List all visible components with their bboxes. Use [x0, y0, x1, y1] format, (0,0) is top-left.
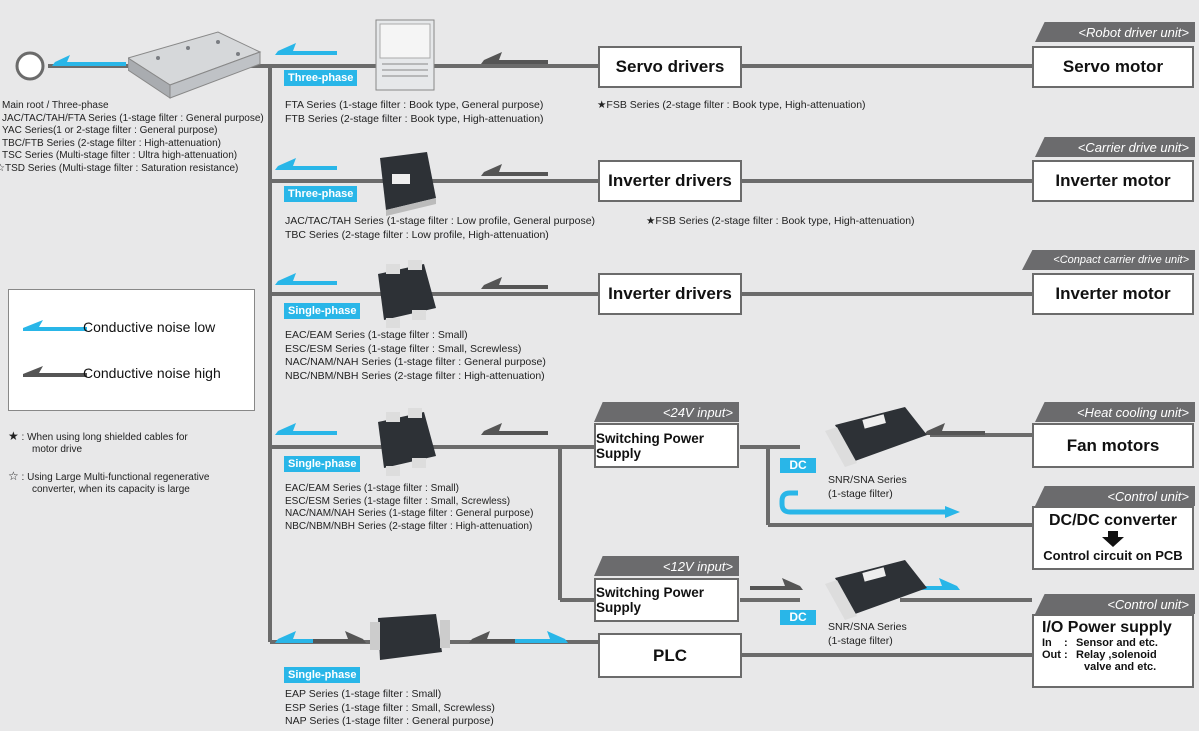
three-phase-badge-2: Three-phase — [284, 186, 358, 202]
series-line: ESP Series (1-stage filter : Small, Scre… — [285, 701, 495, 714]
12v-input-tag: <12V input> — [594, 556, 739, 576]
io-in-separator: : — [1064, 637, 1068, 649]
main-root-line: YAC Series(1 or 2-stage filter : General… — [2, 125, 218, 136]
io-power-supply-title: I/O Power supply — [1042, 619, 1172, 636]
series-line: (1-stage filter) — [828, 487, 893, 500]
series-line: ESC/ESM Series (1-stage filter : Small, … — [285, 495, 511, 507]
robot-driver-unit-tag: <Robot driver unit> — [1035, 22, 1195, 42]
row2-fsb-text: ★FSB Series (2-stage filter : Book type,… — [646, 215, 915, 227]
dc-dc-converter-label: DC/DC converter — [1048, 512, 1178, 529]
eap-filter-image — [370, 612, 450, 673]
24v-input-tag: <24V input> — [594, 402, 739, 422]
compact-carrier-drive-unit-tag: <Conpact carrier drive unit> — [1022, 250, 1195, 270]
series-line: EAC/EAM Series (1-stage filter : Small) — [285, 483, 459, 494]
high-noise-arrow-icon — [23, 366, 87, 377]
white-star-note: ☆ : Using Large Multi-functional regener… — [8, 470, 209, 496]
series-line: NBC/NBM/NBH Series (2-stage filter : Hig… — [285, 520, 533, 532]
io-power-supply-box: I/O Power supply In : Sensor and etc. Ou… — [1032, 614, 1194, 688]
legend-high-label: Conductive noise high — [83, 365, 221, 381]
heat-cooling-unit-tag: <Heat cooling unit> — [1035, 402, 1195, 422]
series-line: NBC/NBM/NBH Series (2-stage filter : Hig… — [285, 369, 545, 382]
main-root-line: ☆TSD Series (Multi-stage filter : Satura… — [0, 162, 239, 174]
single-phase-badge-2: Single-phase — [284, 456, 361, 472]
main-root-line: JAC/TAC/TAH/FTA Series (1-stage filter :… — [2, 112, 264, 124]
star-note-text-2: motor drive — [32, 444, 83, 455]
main-root-line: Main root / Three-phase — [2, 100, 109, 111]
switching-power-supply-12v-box: Switching Power Supply — [594, 578, 739, 622]
jac-filter-image — [372, 148, 442, 223]
row5-series-text: EAP Series (1-stage filter : Small) ESP … — [285, 688, 495, 729]
control-unit-tag-1: <Control unit> — [1035, 486, 1195, 506]
series-line: (1-stage filter) — [828, 634, 893, 647]
control-circuit-label: Control circuit on PCB — [1043, 548, 1183, 563]
inverter-drivers-box-2: Inverter drivers — [598, 273, 742, 315]
servo-motor-box: Servo motor — [1032, 46, 1194, 88]
plc-box: PLC — [598, 633, 742, 678]
row4-series-text: EAC/EAM Series (1-stage filter : Small) … — [285, 483, 533, 533]
series-line: TBC Series (2-stage filter : Low profile… — [285, 228, 549, 241]
white-star-icon: ☆ — [8, 469, 19, 483]
dc-badge-1: DC — [780, 458, 816, 473]
series-line: ESC/ESM Series (1-stage filter : Small, … — [285, 342, 522, 355]
dc-dc-converter-box: DC/DC converter Control circuit on PCB — [1032, 506, 1194, 570]
row1-fsb-text: ★FSB Series (2-stage filter : Book type,… — [597, 99, 866, 111]
row1-series-text: FTA Series (1-stage filter : Book type, … — [285, 99, 544, 126]
row3-series-text: EAC/EAM Series (1-stage filter : Small) … — [285, 329, 546, 383]
legend-low-label: Conductive noise low — [83, 319, 216, 335]
series-line: EAC/EAM Series (1-stage filter : Small) — [285, 329, 468, 341]
series-line: NAP Series (1-stage filter : General pur… — [285, 715, 494, 727]
inverter-motor-box-1: Inverter motor — [1032, 160, 1194, 202]
inverter-drivers-box-1: Inverter drivers — [598, 160, 742, 202]
eac-filter-image-1 — [372, 260, 442, 335]
eac-filter-image-2 — [372, 408, 442, 483]
control-unit-tag-2: <Control unit> — [1035, 594, 1195, 614]
single-phase-badge-3: Single-phase — [284, 667, 361, 683]
series-line: NAC/NAM/NAH Series (1-stage filter : Gen… — [285, 508, 534, 519]
series-line: JAC/TAC/TAH Series (1-stage filter : Low… — [285, 215, 596, 227]
single-phase-badge-1: Single-phase — [284, 303, 361, 319]
white-star-note-text: : Using Large Multi-functional regenerat… — [21, 472, 210, 483]
three-phase-badge-1: Three-phase — [284, 70, 358, 86]
series-line: FTB Series (2-stage filter : Book type, … — [285, 112, 544, 125]
dc-badge-2: DC — [780, 610, 816, 625]
fta-filter-image — [372, 14, 440, 99]
snr-series-text-2: SNR/SNA Series (1-stage filter) — [828, 621, 907, 648]
white-star-note-text-2: converter, when its capacity is large — [32, 484, 190, 495]
snr-series-text-1: SNR/SNA Series (1-stage filter) — [828, 474, 907, 501]
main-filter-image — [126, 30, 263, 105]
series-line: NAC/NAM/NAH Series (1-stage filter : Gen… — [285, 356, 546, 368]
io-in-row: In : Sensor and etc. — [1042, 637, 1158, 649]
row2-series-text: JAC/TAC/TAH Series (1-stage filter : Low… — [285, 215, 595, 242]
io-out-separator: : — [1064, 649, 1068, 661]
series-line: SNR/SNA Series — [828, 621, 907, 633]
black-star-icon: ★ — [8, 429, 19, 443]
series-line: SNR/SNA Series — [828, 474, 907, 486]
inverter-motor-box-2: Inverter motor — [1032, 273, 1194, 315]
io-out-text-2: valve and etc. — [1084, 661, 1157, 673]
fan-motors-box: Fan motors — [1032, 423, 1194, 468]
main-root-text: Main root / Three-phase JAC/TAC/TAH/FTA … — [0, 100, 264, 175]
io-out-label: Out — [1042, 649, 1061, 661]
star-note: ★ : When using long shielded cables for … — [8, 430, 188, 456]
snr-filter-image-2 — [825, 558, 935, 628]
main-root-line: TBC/FTB Series (2-stage filter : High-at… — [2, 137, 221, 149]
io-out-text-1: Relay ,solenoid — [1076, 649, 1157, 661]
down-arrow-icon — [1102, 531, 1124, 547]
main-root-line: TSC Series (Multi-stage filter : Ultra h… — [2, 150, 238, 161]
series-line: FTA Series (1-stage filter : Book type, … — [285, 99, 544, 111]
io-in-label: In — [1042, 637, 1052, 649]
switching-power-supply-24v-box: Switching Power Supply — [594, 423, 739, 468]
io-in-text: Sensor and etc. — [1076, 637, 1158, 649]
io-out-row: Out : Relay ,solenoid valve and etc. — [1042, 649, 1157, 673]
series-line: EAP Series (1-stage filter : Small) — [285, 688, 442, 700]
carrier-drive-unit-tag: <Carrier drive unit> — [1035, 137, 1195, 157]
low-noise-arrow-icon — [23, 320, 87, 331]
legend-box: Conductive noise low Conductive noise hi… — [8, 289, 255, 411]
star-note-text: : When using long shielded cables for — [21, 432, 188, 443]
servo-drivers-box: Servo drivers — [598, 46, 742, 88]
snr-filter-image-1 — [825, 405, 935, 475]
